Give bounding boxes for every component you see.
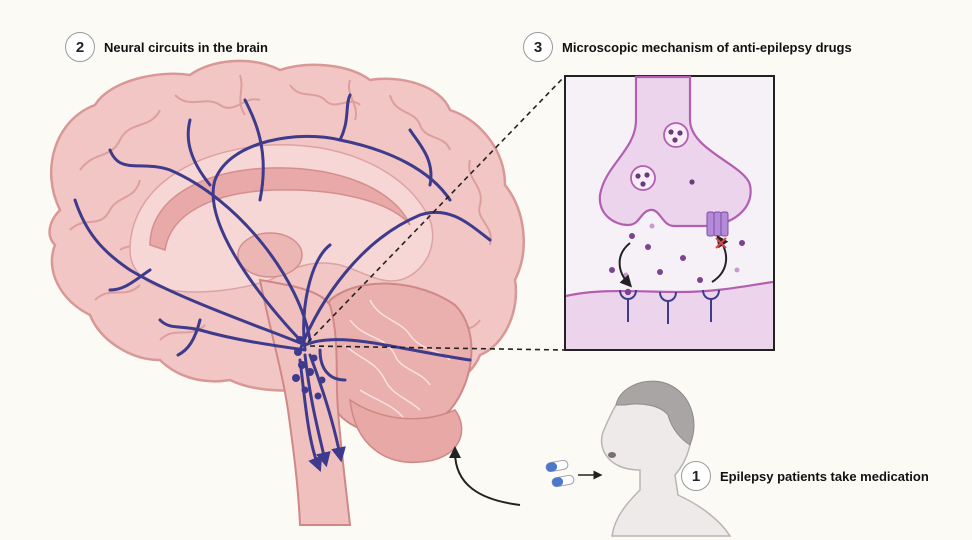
mouth: [608, 452, 616, 458]
synapse-diagram: [565, 76, 774, 350]
step-3-caption: 3 Microscopic mechanism of anti-epilepsy…: [523, 32, 852, 62]
patient-head-icon: [602, 381, 730, 536]
step-1-number: 1: [681, 461, 711, 491]
pill-icon: [545, 460, 574, 488]
step-2-caption: 2 Neural circuits in the brain: [65, 32, 268, 62]
step-1-caption: 1 Epilepsy patients take medication: [681, 461, 929, 491]
step-3-label: Microscopic mechanism of anti-epilepsy d…: [562, 40, 852, 55]
step-2-label: Neural circuits in the brain: [104, 40, 268, 55]
step-1-label: Epilepsy patients take medication: [720, 469, 929, 484]
curved-arrow-icon: [455, 452, 520, 505]
transporter-icon: [707, 212, 728, 236]
step-3-number: 3: [523, 32, 553, 62]
brain-illustration: [50, 61, 524, 525]
step-2-number: 2: [65, 32, 95, 62]
